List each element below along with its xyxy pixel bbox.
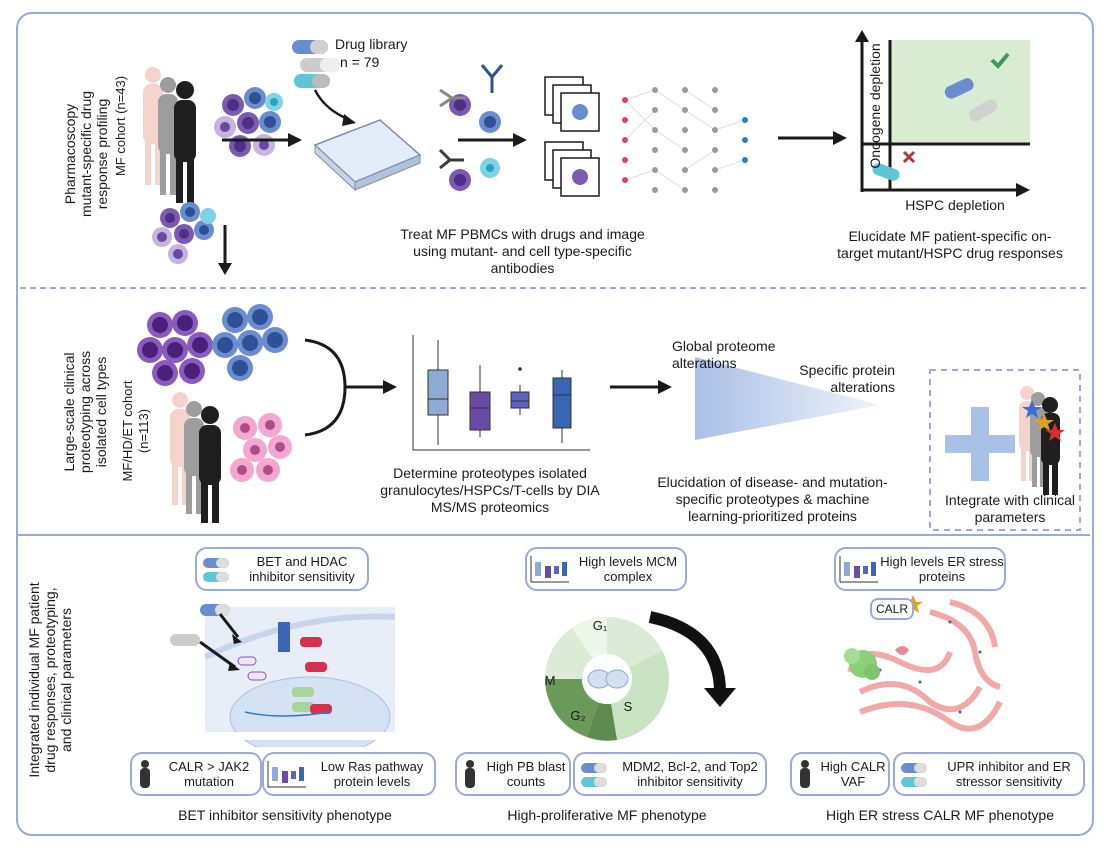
arrow-to-wedge-icon	[610, 380, 672, 394]
protein-wedge-icon	[695, 357, 880, 440]
er-icon	[847, 599, 1003, 732]
elucidate-caption: Elucidate MF patient-specific on-target …	[837, 228, 1063, 261]
oncogene-depletion-axis-label: Oncogene depletion	[867, 43, 883, 169]
quadrant-plot-icon	[855, 30, 1030, 197]
image-stack-icon	[544, 76, 600, 197]
phenotype-bet-caption: BET inhibitor sensitivity phenotype	[178, 807, 392, 823]
boxplot-mini-icon	[267, 761, 306, 788]
er-stress-pill: High levels ER stress proteins	[834, 547, 1006, 591]
plus-icon	[945, 407, 1015, 481]
down-arrow-icon	[218, 225, 232, 275]
calr-tag: CALR	[870, 598, 914, 620]
patient-silhouettes-icon	[143, 67, 196, 203]
arrow-to-quadrant-icon	[778, 131, 847, 145]
high-calr-pill: High CALR VAF	[790, 752, 890, 796]
s-label: S	[623, 699, 633, 714]
solid-divider	[18, 534, 1090, 536]
drug-pills-icon	[292, 40, 340, 88]
cycle-arrow-icon	[648, 611, 726, 693]
pills-icon	[581, 763, 607, 787]
section2-illustration	[137, 304, 1081, 531]
specific-protein-label: Specific protein alterations	[799, 362, 895, 395]
granulocytes-icon	[137, 310, 213, 386]
pills-icon	[203, 558, 229, 582]
proteotype-caption: Determine proteotypes isolated granulocy…	[380, 465, 600, 515]
hspc-cells-icon	[212, 304, 288, 381]
phenotype-er-caption: High ER stress CALR MF phenotype	[826, 807, 1054, 823]
neural-network-icon	[622, 87, 748, 193]
person-icon	[465, 760, 475, 788]
integrate-caption: Integrate with clinical parameters	[945, 492, 1075, 525]
check-icon	[990, 52, 1010, 69]
arrow-to-plate-icon	[222, 133, 302, 147]
upr-pill: UPR inhibitor and ER stressor sensitivit…	[893, 752, 1085, 796]
section1-illustration	[143, 30, 1030, 275]
phenotype-prolif-caption: High-proliferative MF phenotype	[507, 807, 707, 823]
clinical-silhouettes-icon	[1019, 386, 1065, 495]
section2-side-label: Large-scale clinical proteotyping across…	[61, 350, 109, 474]
cohort-silhouettes-icon	[170, 392, 221, 523]
treat-caption: Treat MF PBMCs with drugs and image usin…	[400, 226, 645, 276]
section3-side-label: Integrated individual MF patient drug re…	[26, 582, 74, 778]
pbmc-cells-lower-icon	[152, 202, 216, 264]
dashed-divider	[20, 287, 1086, 289]
cross-icon	[902, 150, 916, 164]
well-plate-icon	[313, 119, 422, 192]
g2-label: G₂	[570, 708, 586, 723]
integrate-box	[929, 369, 1081, 531]
section3-illustration	[170, 595, 1003, 747]
antibody-cells-icon	[438, 64, 504, 191]
cell-cycle-icon	[545, 617, 669, 741]
pbmc-cells-icon	[214, 87, 283, 157]
person-icon	[140, 760, 150, 788]
arrow-to-images-icon	[458, 133, 527, 147]
elucidation-caption: Elucidation of disease- and mutation-spe…	[657, 474, 888, 524]
drug-library-label: Drug library	[335, 36, 408, 52]
pills-icon	[901, 763, 927, 787]
calr-jak2-pill: CALR > JAK2 mutation	[130, 752, 262, 796]
misfolded-protein-icon	[844, 646, 909, 680]
mcm-complex-pill: High levels MCM complex	[525, 547, 687, 591]
drug-count-label: n = 79	[340, 54, 380, 70]
bet-cell-icon	[170, 604, 396, 747]
g1-label: G₁	[592, 618, 608, 633]
mf-cohort-label: MF cohort (n=43)	[113, 75, 128, 177]
merge-arrow-icon	[304, 338, 385, 437]
mdm2-pill: MDM2, Bcl-2, and Top2 inhibitor sensitiv…	[573, 752, 767, 796]
boxplot-mini-icon	[530, 556, 569, 583]
bet-hdac-pill: BET and HDAC inhibitor sensitivity	[195, 547, 369, 591]
person-icon	[800, 760, 810, 788]
section1-side-label: Pharmacoscopy mutant-specific drug respo…	[62, 90, 110, 218]
tcells-icon	[230, 413, 292, 482]
boxplot-icon	[412, 335, 590, 451]
low-ras-pill: Low Ras pathway protein levels	[262, 752, 436, 796]
high-pb-pill: High PB blast counts	[455, 752, 571, 796]
boxplot-mini-icon	[839, 556, 878, 583]
m-label: M	[544, 673, 556, 688]
global-proteome-label: Global proteome alterations	[672, 338, 776, 371]
hspc-depletion-axis-label: HSPC depletion	[905, 197, 1005, 213]
